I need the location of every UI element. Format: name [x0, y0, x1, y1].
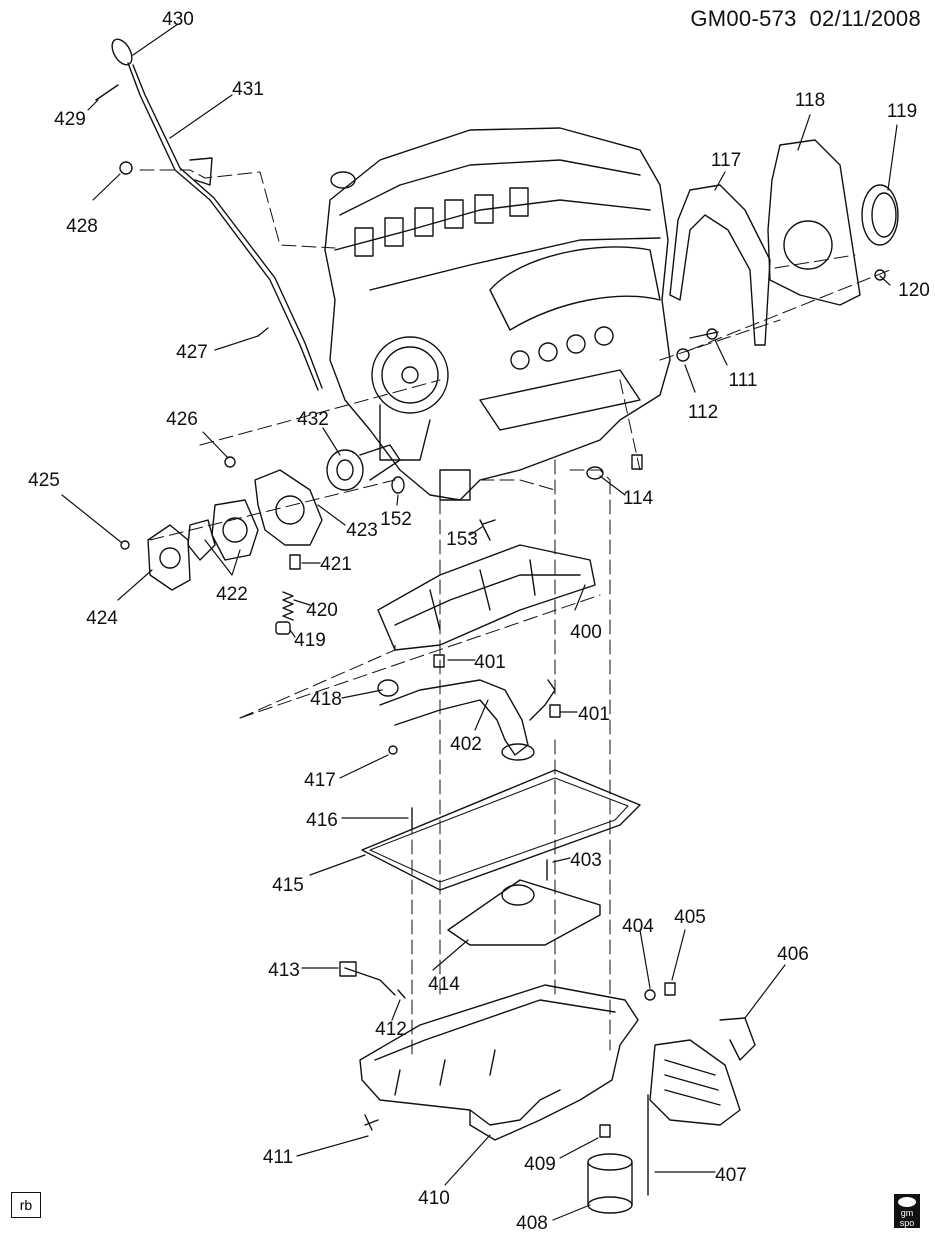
o-ring-427: [257, 327, 269, 337]
callout-402: 402: [450, 734, 482, 755]
callout-153: 153: [446, 529, 478, 550]
callout-labels: 430 429 431 428 427 426 432 425 424 422 423 421 420 4…: [28, 9, 930, 1234]
crankshaft-seal: [861, 184, 899, 246]
callout-421: 421: [320, 554, 352, 575]
leader-lines: [61, 23, 898, 1221]
rear-cover-bore: [783, 220, 833, 270]
bolt-426: [224, 456, 236, 468]
bolt-111: [689, 328, 719, 340]
callout-424: 424: [86, 608, 118, 629]
bolt-120: [874, 269, 886, 281]
washer-112: [676, 348, 690, 362]
callout-152: 152: [380, 509, 412, 530]
rear-cover: [767, 139, 861, 306]
callout-431: 431: [232, 79, 264, 100]
bolt-153: [479, 519, 496, 541]
bolt-401-b: [549, 704, 561, 718]
callout-403: 403: [570, 850, 602, 871]
callout-425: 425: [28, 470, 60, 491]
corner-tag: rb: [11, 1192, 41, 1218]
callout-400: 400: [570, 622, 602, 643]
oil-level-indicator: [111, 38, 323, 391]
callout-406: 406: [777, 944, 809, 965]
sensor-114: [631, 454, 643, 470]
callout-414: 414: [428, 974, 460, 995]
oil-pump-housing: [254, 469, 323, 546]
callout-429: 429: [54, 109, 86, 130]
callout-428: 428: [66, 216, 98, 237]
oil-pan-gasket-inner: [369, 777, 629, 883]
callout-422: 422: [216, 584, 248, 605]
fitting-409: [599, 1124, 611, 1138]
bolt-401-a: [433, 654, 445, 668]
callout-418: 418: [310, 689, 342, 710]
bolt-411: [364, 1114, 379, 1131]
diagram-id: GM00-573: [690, 6, 797, 31]
callout-119: 119: [887, 101, 917, 122]
callout-117: 117: [711, 150, 741, 171]
callout-409: 409: [524, 1154, 556, 1175]
callout-407: 407: [715, 1165, 747, 1186]
callout-405: 405: [674, 907, 706, 928]
o-ring-418: [377, 679, 399, 697]
callout-423: 423: [346, 520, 378, 541]
key-152: [391, 476, 405, 494]
callout-420: 420: [306, 600, 338, 621]
gm-spo-logo: gm spo: [894, 1194, 920, 1228]
oil-pump-screen: [379, 679, 556, 761]
valve-421: [289, 554, 301, 570]
callout-417: 417: [304, 770, 336, 791]
callout-401: 401: [474, 652, 506, 673]
oil-filter: [587, 1153, 633, 1214]
washer-404: [644, 989, 656, 1001]
diagram-header: GM00-573 02/11/2008: [690, 6, 921, 32]
crankshaft-sprocket: [326, 444, 401, 491]
callout-430: 430: [162, 9, 194, 30]
plug-114: [586, 466, 604, 480]
dipstick-clip: [95, 84, 119, 101]
callout-419: 419: [294, 630, 326, 651]
callout-411: 411: [263, 1147, 293, 1168]
bolt-425: [120, 540, 130, 550]
oil-pressure-sensor: [339, 961, 396, 996]
callout-111: 111: [729, 370, 758, 391]
callout-426: 426: [166, 409, 198, 430]
callout-404: 404: [622, 916, 654, 937]
oil-pan-baffle: [377, 544, 596, 651]
bolt-417: [388, 745, 398, 755]
callout-120: 120: [898, 280, 930, 301]
logo-line-2: spo: [899, 1218, 915, 1228]
oil-deflector: [447, 879, 601, 946]
callout-112: 112: [688, 402, 718, 423]
plug-405: [664, 982, 676, 996]
callout-415: 415: [272, 875, 304, 896]
o-ring-412: [397, 989, 406, 999]
alignment-lines: [139, 169, 891, 1061]
logo-oval: [898, 1197, 916, 1207]
oil-cooler: [649, 1039, 741, 1126]
callout-413: 413: [268, 960, 300, 981]
callout-432: 432: [297, 409, 329, 430]
callout-412: 412: [375, 1019, 407, 1040]
oil-pump-cover: [147, 524, 191, 591]
callout-401: 401: [578, 704, 610, 725]
callout-408: 408: [516, 1213, 548, 1234]
callout-416: 416: [306, 810, 338, 831]
oil-pump-rotor: [187, 499, 259, 561]
oil-pan: [359, 984, 639, 1141]
plug-419: [275, 621, 291, 635]
oil-pan-gasket: [361, 769, 641, 891]
front-cover-gasket: [669, 184, 771, 346]
callout-410: 410: [418, 1188, 450, 1209]
engine-block: [324, 127, 671, 501]
callout-427: 427: [176, 342, 208, 363]
oil-cooler-pipe: [719, 1017, 756, 1061]
callout-114: 114: [623, 488, 654, 509]
logo-line-1: gm: [900, 1208, 914, 1218]
diagram-date: 02/11/2008: [809, 6, 921, 31]
callout-118: 118: [795, 90, 825, 111]
spring-420: [282, 591, 294, 621]
bolt-428: [119, 161, 133, 175]
